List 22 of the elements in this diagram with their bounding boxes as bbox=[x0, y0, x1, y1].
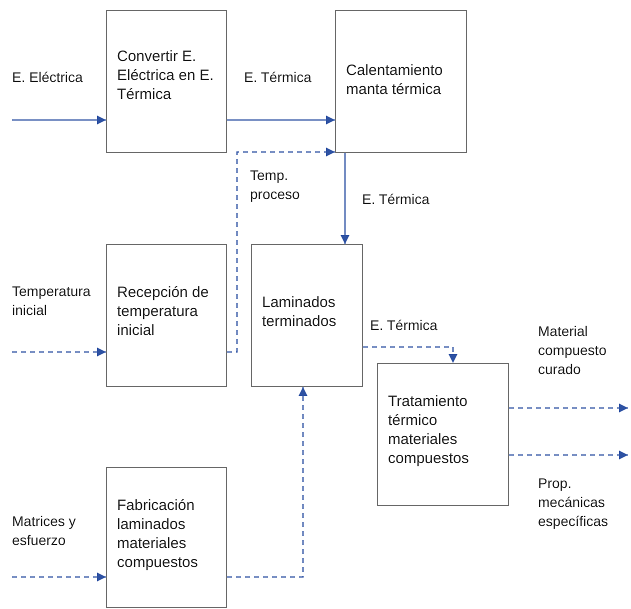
box-label: Convertir E. Eléctrica en E. Térmica bbox=[117, 47, 215, 104]
process-box bbox=[251, 244, 363, 387]
box-label: Recepción de temperatura inicial bbox=[117, 283, 210, 340]
arrow bbox=[227, 387, 308, 578]
process-box bbox=[335, 10, 467, 153]
box-label: Calentamiento manta térmica bbox=[346, 61, 444, 99]
process-box bbox=[377, 363, 509, 506]
arrow bbox=[509, 404, 628, 412]
box-label: Fabricación laminados materiales compuestos bbox=[117, 496, 199, 572]
box-label: Tratamiento térmico materiales compuestos bbox=[388, 392, 470, 468]
arrow bbox=[227, 116, 335, 124]
arrow bbox=[12, 348, 106, 356]
arrow bbox=[12, 116, 106, 124]
arrow bbox=[340, 153, 350, 244]
box-label: Laminados terminados bbox=[262, 293, 338, 331]
process-box bbox=[106, 10, 227, 153]
process-box bbox=[106, 244, 227, 387]
process-box bbox=[106, 467, 227, 608]
arrow bbox=[227, 148, 335, 353]
arrow bbox=[509, 450, 628, 460]
arrow bbox=[12, 572, 106, 582]
arrow bbox=[363, 346, 458, 363]
